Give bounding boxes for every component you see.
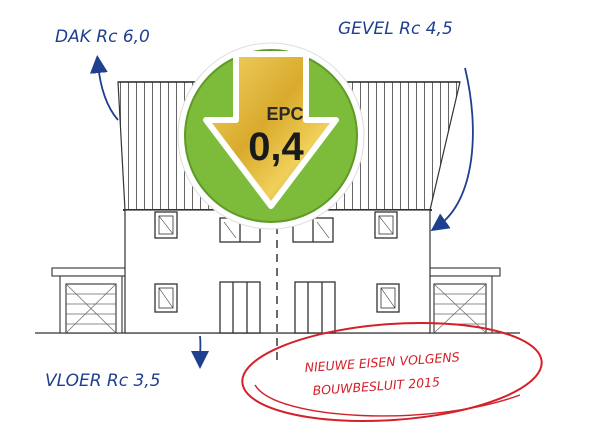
roof-rc-label: DAK Rc 6,0	[55, 27, 150, 47]
epc-value: 0,4	[248, 125, 304, 169]
note-ellipse	[241, 321, 543, 423]
floor-annotation: VLOER Rc 3,5	[45, 335, 210, 391]
upper-windows	[154, 211, 398, 243]
epc-label: EPC	[266, 104, 303, 124]
facade-arrow	[430, 67, 474, 232]
roof-arrow	[89, 55, 119, 121]
roof-annotation: DAK Rc 6,0	[55, 27, 150, 121]
note-line-1: NIEUWE EISEN VOLGENS	[304, 349, 460, 375]
down-arrow-icon	[203, 51, 339, 209]
epc-badge: EPC 0,4	[177, 42, 365, 230]
note-line-2: BOUWBESLUIT 2015	[312, 374, 440, 398]
floor-rc-label: VLOER Rc 3,5	[45, 371, 161, 391]
lower-windows-doors	[154, 281, 400, 334]
facade-rc-label: GEVEL Rc 4,5	[338, 19, 453, 39]
left-carport	[51, 267, 129, 334]
facade-annotation: GEVEL Rc 4,5	[338, 19, 474, 232]
